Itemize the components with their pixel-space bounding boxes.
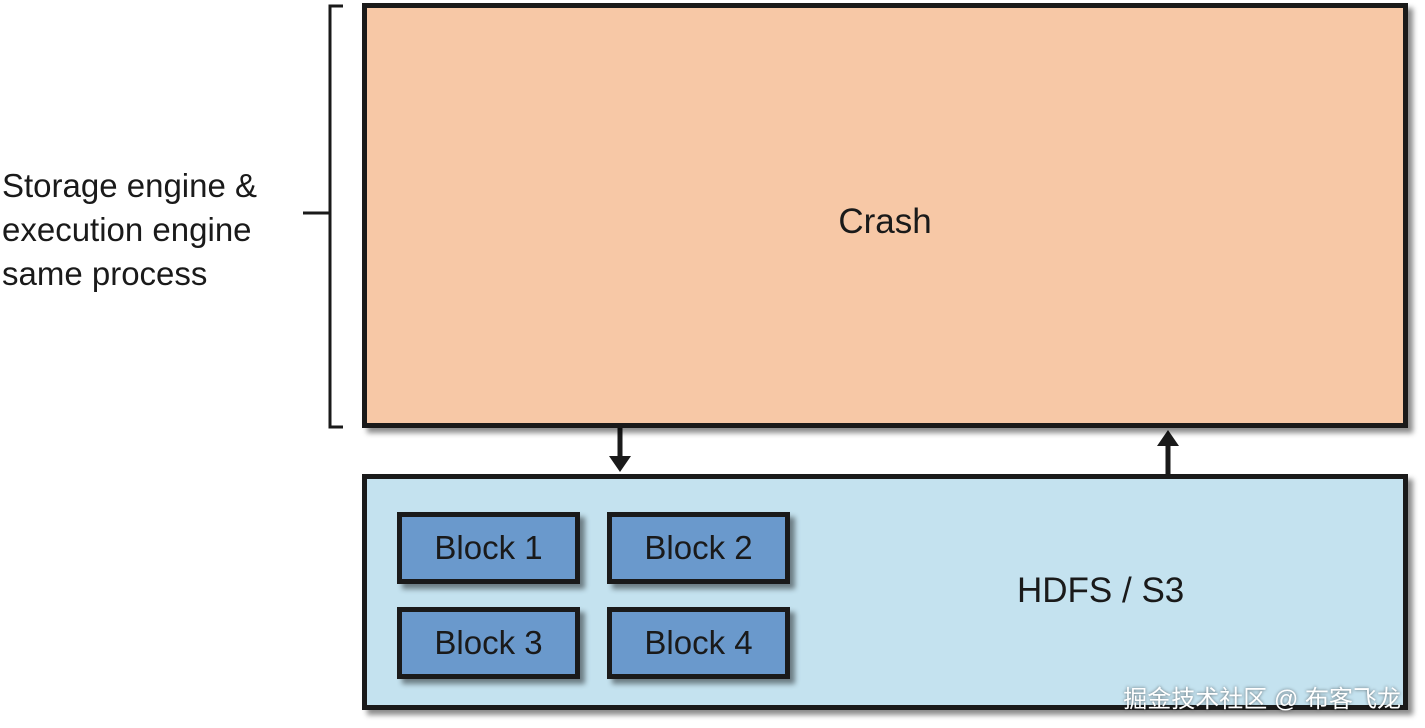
block-1: Block 1 [397,512,580,584]
crash-label: Crash [838,202,932,241]
process-label-line-2: execution engine [2,211,252,248]
storage-box: Block 1 Block 2 Block 3 Block 4 HDFS / S… [362,474,1408,710]
block-3: Block 3 [397,607,580,679]
process-label-line-1: Storage engine & [2,167,258,204]
arrow-up-icon [1157,430,1179,474]
process-label: Storage engine & execution engine same p… [2,164,302,296]
arrow-down-icon [609,428,631,472]
crash-process-box: Crash [362,3,1408,428]
watermark: 掘金技术社区 @ 布客飞龙 [1123,686,1401,713]
process-label-line-3: same process [2,255,208,292]
left-brace-icon [303,4,343,429]
block-2: Block 2 [607,512,790,584]
storage-label: HDFS / S3 [1017,571,1185,610]
block-4: Block 4 [607,607,790,679]
